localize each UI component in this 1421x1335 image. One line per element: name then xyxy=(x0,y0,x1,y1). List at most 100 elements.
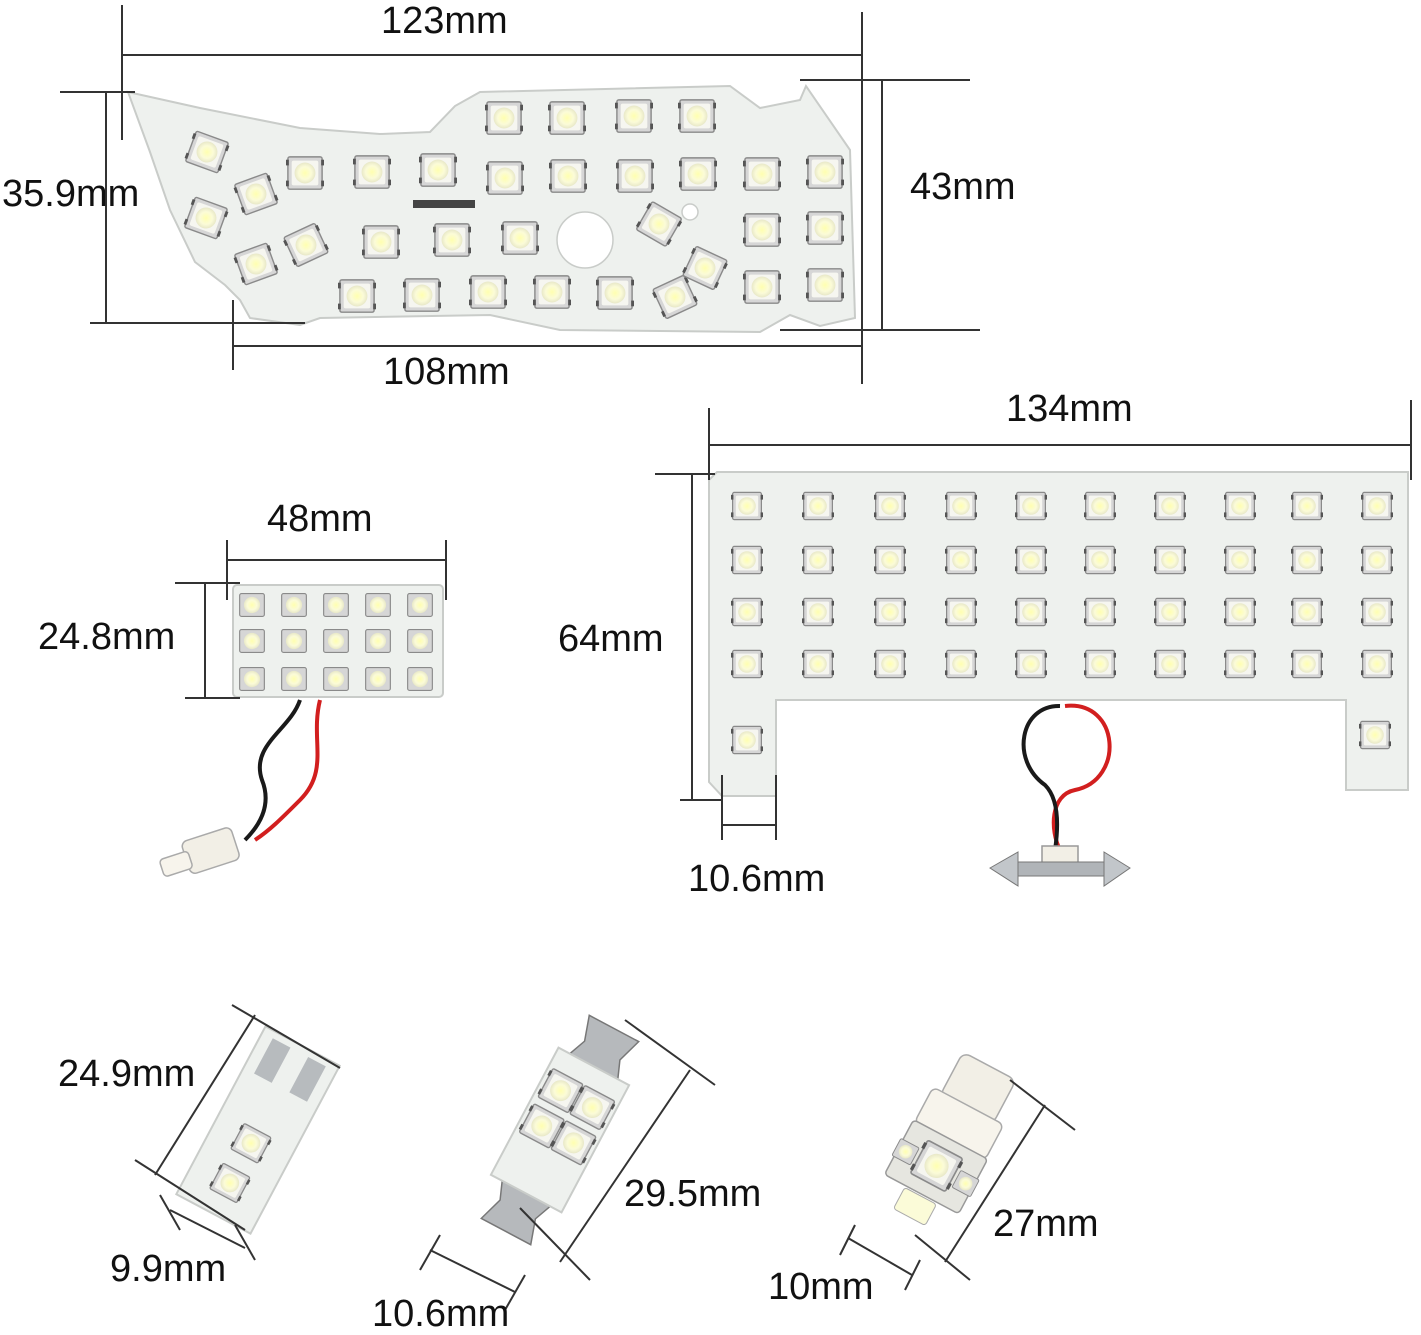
led-chip xyxy=(730,545,764,575)
led-chip xyxy=(361,225,401,259)
led-chip xyxy=(944,597,978,627)
led-chip xyxy=(239,667,265,691)
led-chip xyxy=(730,725,764,755)
led-chip xyxy=(1290,491,1324,521)
led-chip xyxy=(944,491,978,521)
led-chip xyxy=(402,278,442,312)
led-chip xyxy=(873,545,907,575)
small-panel-wire-red xyxy=(253,699,322,842)
dimension-lines xyxy=(60,5,1412,1311)
dim-label-10-6mm-panel: 10.6mm xyxy=(688,858,826,900)
dim-label-24-9mm: 24.9mm xyxy=(58,1053,196,1095)
dim-label-134mm: 134mm xyxy=(1006,388,1133,430)
led-chip xyxy=(1358,720,1392,750)
led-chip xyxy=(547,101,587,135)
led-chip xyxy=(281,629,307,653)
led-chip xyxy=(239,629,265,653)
led-chip xyxy=(407,667,433,691)
led-chip xyxy=(239,593,265,617)
dim-label-10-6mm-festoon: 10.6mm xyxy=(372,1293,510,1335)
led-chip xyxy=(323,629,349,653)
dim-label-27mm: 27mm xyxy=(993,1203,1099,1245)
led-chip xyxy=(1014,545,1048,575)
festoon-led-bulb xyxy=(480,1014,640,1246)
led-chip xyxy=(1223,491,1257,521)
dim-label-64mm: 64mm xyxy=(558,618,664,660)
led-chip xyxy=(1083,649,1117,679)
dim-label-9-9mm: 9.9mm xyxy=(110,1248,227,1290)
led-chip xyxy=(944,545,978,575)
led-chip xyxy=(805,268,845,302)
dim-label-48mm: 48mm xyxy=(267,498,373,540)
led-chip xyxy=(1014,491,1048,521)
led-chip xyxy=(873,597,907,627)
led-chip xyxy=(352,155,392,189)
festoon-adapter xyxy=(989,845,1131,887)
led-chip xyxy=(548,159,588,193)
led-chip xyxy=(873,649,907,679)
led-chip xyxy=(1014,649,1048,679)
dim-label-35-9mm: 35.9mm xyxy=(2,173,140,215)
led-chip xyxy=(281,667,307,691)
large-pcb-board xyxy=(708,471,1409,797)
dim-label-10mm: 10mm xyxy=(768,1266,874,1308)
led-chip xyxy=(730,597,764,627)
led-chip xyxy=(432,223,472,257)
led-chip xyxy=(1223,649,1257,679)
led-chip xyxy=(742,157,782,191)
led-chip xyxy=(1290,545,1324,575)
led-chip xyxy=(532,275,572,309)
led-chip xyxy=(742,270,782,304)
led-chip xyxy=(281,593,307,617)
dim-label-123mm: 123mm xyxy=(381,0,508,42)
led-chip xyxy=(742,213,782,247)
led-chip xyxy=(1083,545,1117,575)
led-chip xyxy=(1360,545,1394,575)
small-led-panel xyxy=(159,584,444,877)
top-led-panel xyxy=(126,83,857,334)
dim-label-24-8mm: 24.8mm xyxy=(38,616,176,658)
led-chip xyxy=(1360,649,1394,679)
dim-label-29-5mm: 29.5mm xyxy=(624,1173,762,1215)
led-chip xyxy=(1360,597,1394,627)
small-panel-wire-black xyxy=(243,699,302,842)
led-chip xyxy=(873,491,907,521)
led-chip xyxy=(801,491,835,521)
t10-wedge-adapter xyxy=(159,827,240,877)
led-chip xyxy=(1153,597,1187,627)
led-chip xyxy=(468,275,508,309)
led-chip xyxy=(1153,545,1187,575)
led-chip xyxy=(801,597,835,627)
led-chip xyxy=(1014,597,1048,627)
led-chip xyxy=(1083,597,1117,627)
led-chip xyxy=(418,153,458,187)
t10-wedge-bulb xyxy=(885,1054,1015,1225)
led-chip xyxy=(614,99,654,133)
led-chip xyxy=(1223,545,1257,575)
led-chip xyxy=(678,157,718,191)
large-panel-wire-red xyxy=(1051,703,1112,851)
led-chip xyxy=(805,211,845,245)
led-chip xyxy=(365,593,391,617)
led-chip xyxy=(323,667,349,691)
led-chip xyxy=(285,156,325,190)
large-panel-wire-black xyxy=(1021,703,1061,851)
led-chip xyxy=(801,545,835,575)
led-chip xyxy=(615,159,655,193)
led-chip xyxy=(1083,491,1117,521)
t10-led-board xyxy=(174,1025,342,1235)
led-chip xyxy=(407,629,433,653)
led-chip xyxy=(1360,491,1394,521)
led-chip xyxy=(1153,649,1187,679)
led-chip xyxy=(365,629,391,653)
led-chip xyxy=(1290,649,1324,679)
led-chip xyxy=(730,649,764,679)
led-chip xyxy=(337,279,377,313)
led-chip xyxy=(1153,491,1187,521)
led-chip xyxy=(323,593,349,617)
led-chip xyxy=(365,667,391,691)
large-led-panel xyxy=(708,471,1409,887)
led-chip xyxy=(801,649,835,679)
led-chip xyxy=(1290,597,1324,627)
top-pcb-board xyxy=(126,83,857,334)
